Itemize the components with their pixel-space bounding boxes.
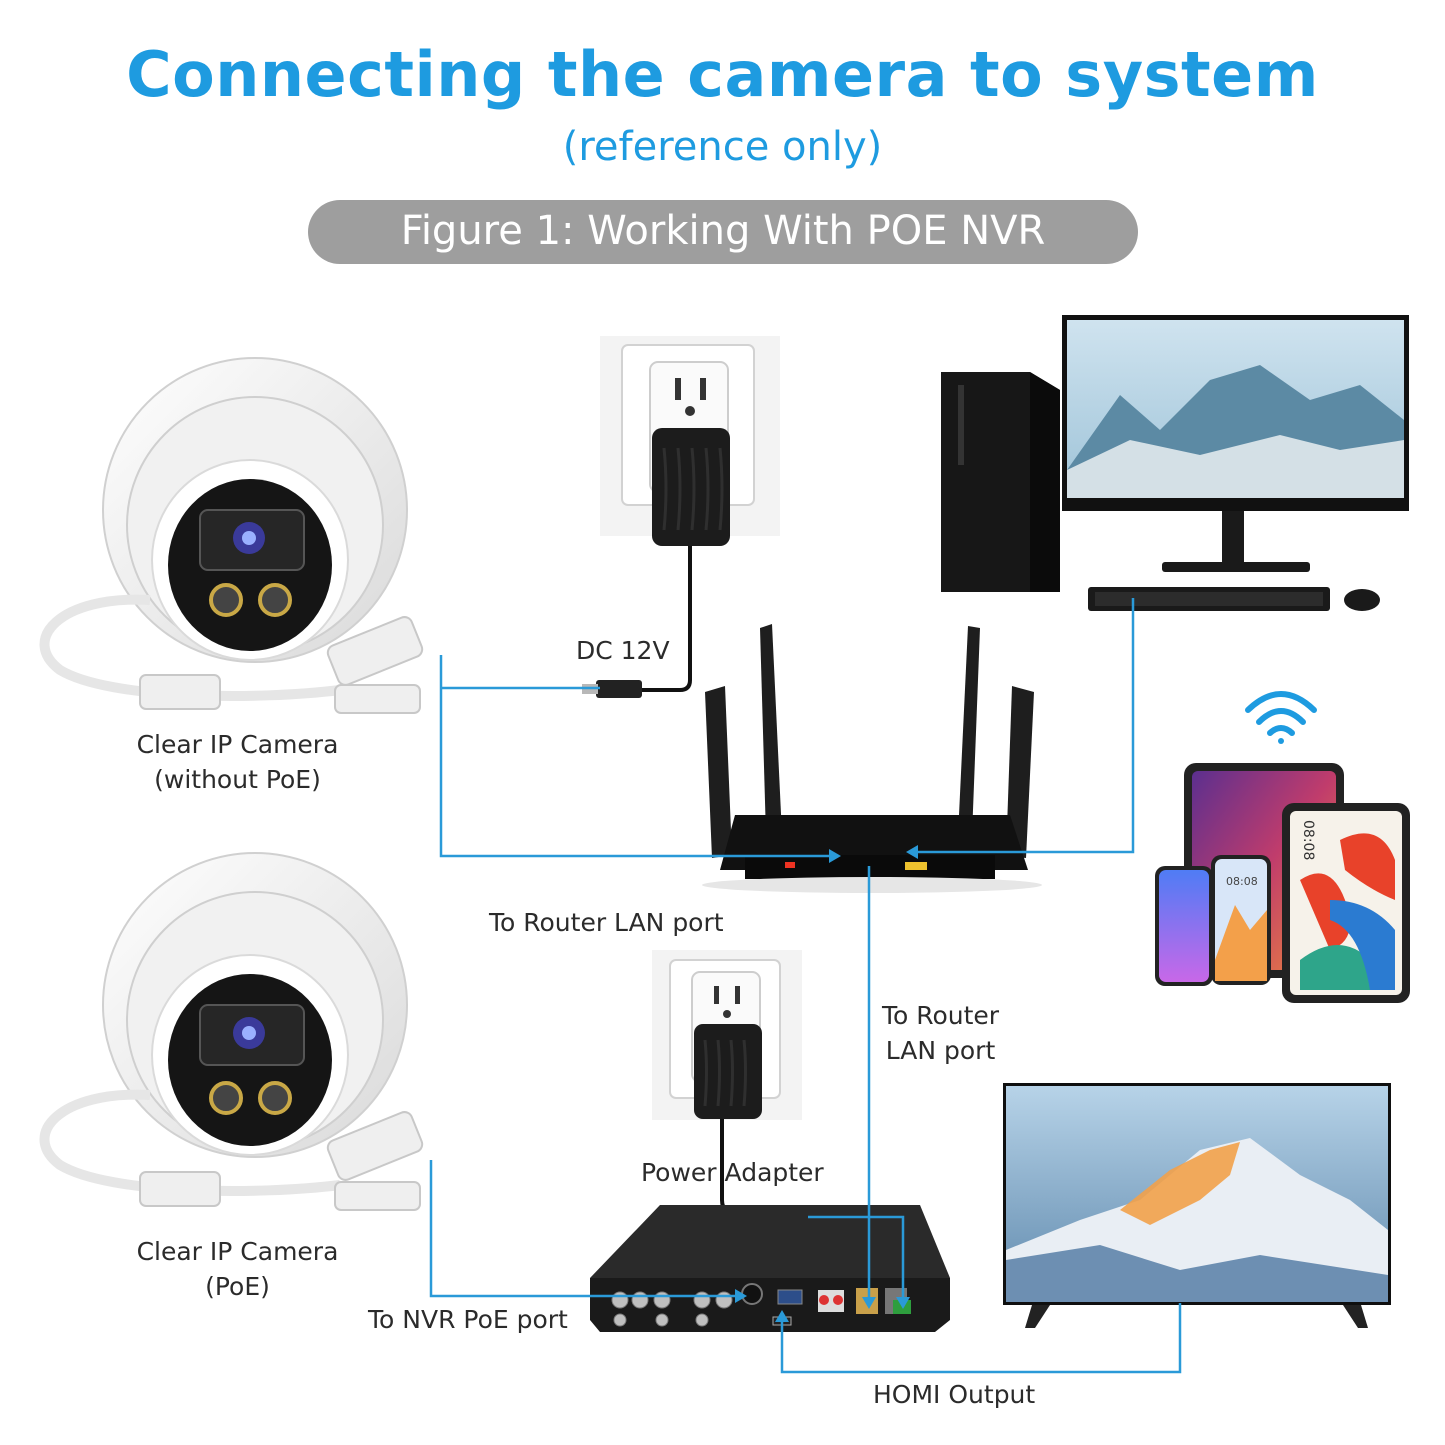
- keyboard-icon: [1088, 587, 1330, 611]
- to-router-lan-right-label: To Router LAN port: [873, 1001, 1008, 1065]
- wire-pc-to-router: [918, 598, 1135, 854]
- camera1-label: Clear IP Camera (without PoE): [120, 730, 355, 794]
- to-router-lan-left-label: To Router LAN port: [489, 908, 724, 937]
- page-subtitle: (reference only): [562, 124, 883, 170]
- power-adapter-label: Power Adapter: [641, 1158, 824, 1187]
- tv-icon: [1003, 1083, 1391, 1328]
- camera2-subtitle: (PoE): [205, 1272, 270, 1301]
- camera1-subtitle: (without PoE): [154, 765, 321, 794]
- phone-icon: 08:08: [1155, 855, 1271, 986]
- hdmi-output-label: HOMI Output: [873, 1380, 1036, 1409]
- wire-nvr-hdmi-to-tv: [780, 1303, 1182, 1374]
- wire-arrowheads: [735, 845, 918, 1322]
- camera2-label: Clear IP Camera (PoE): [120, 1237, 355, 1301]
- to-router-lan-right-line1: To Router: [881, 1001, 1000, 1030]
- desktop-pc-icon: [941, 372, 1060, 592]
- wire-camera2-to-nvr-poe: [429, 1160, 735, 1298]
- page-title: Connecting the camera to system: [126, 38, 1319, 111]
- to-router-lan-right-line2: LAN port: [885, 1036, 996, 1065]
- wifi-icon: [1245, 691, 1317, 744]
- camera2-title: Clear IP Camera: [136, 1237, 339, 1266]
- tablet-clock: 08:08: [1300, 820, 1316, 860]
- monitor-icon: [1062, 315, 1409, 572]
- dome-camera-icon: [39, 357, 424, 714]
- mouse-icon: [1344, 589, 1380, 611]
- to-nvr-poe-label: To NVR PoE port: [368, 1305, 568, 1334]
- dome-camera-icon: [39, 852, 424, 1211]
- wire-adapter-to-nvr: [808, 1215, 905, 1297]
- nvr-recorder-icon: [590, 1205, 950, 1332]
- wire-camera1-to-router: [439, 655, 829, 858]
- camera1-title: Clear IP Camera: [136, 730, 339, 759]
- phone-clock: 08:08: [1226, 875, 1258, 888]
- figure-label: Figure 1: Working With POE NVR: [308, 200, 1138, 264]
- connection-wires: [429, 598, 1182, 1374]
- dc12v-label: DC 12V: [576, 636, 670, 665]
- router-port-led: [785, 862, 795, 868]
